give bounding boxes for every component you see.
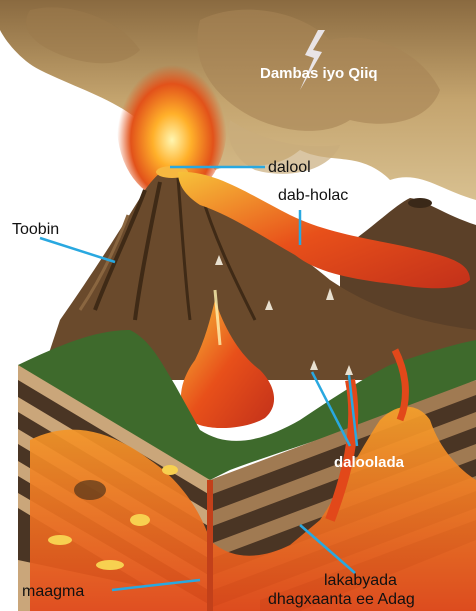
rock-layers-label-line1: lakabyada (324, 572, 397, 589)
ash-cloud (0, 0, 476, 200)
lava-flow-label: dab-holac (278, 187, 348, 204)
cone-label: Toobin (12, 221, 59, 238)
cone-leader (40, 238, 115, 262)
magma-label: maagma (22, 583, 84, 600)
ash-cloud-label: Dambas iyo Qiiq (260, 65, 378, 82)
vents-label: daloolada (334, 454, 405, 471)
rock-layers-label-line2: dhagxaanta ee Adag (268, 591, 415, 608)
crater-label: dalool (268, 159, 311, 176)
